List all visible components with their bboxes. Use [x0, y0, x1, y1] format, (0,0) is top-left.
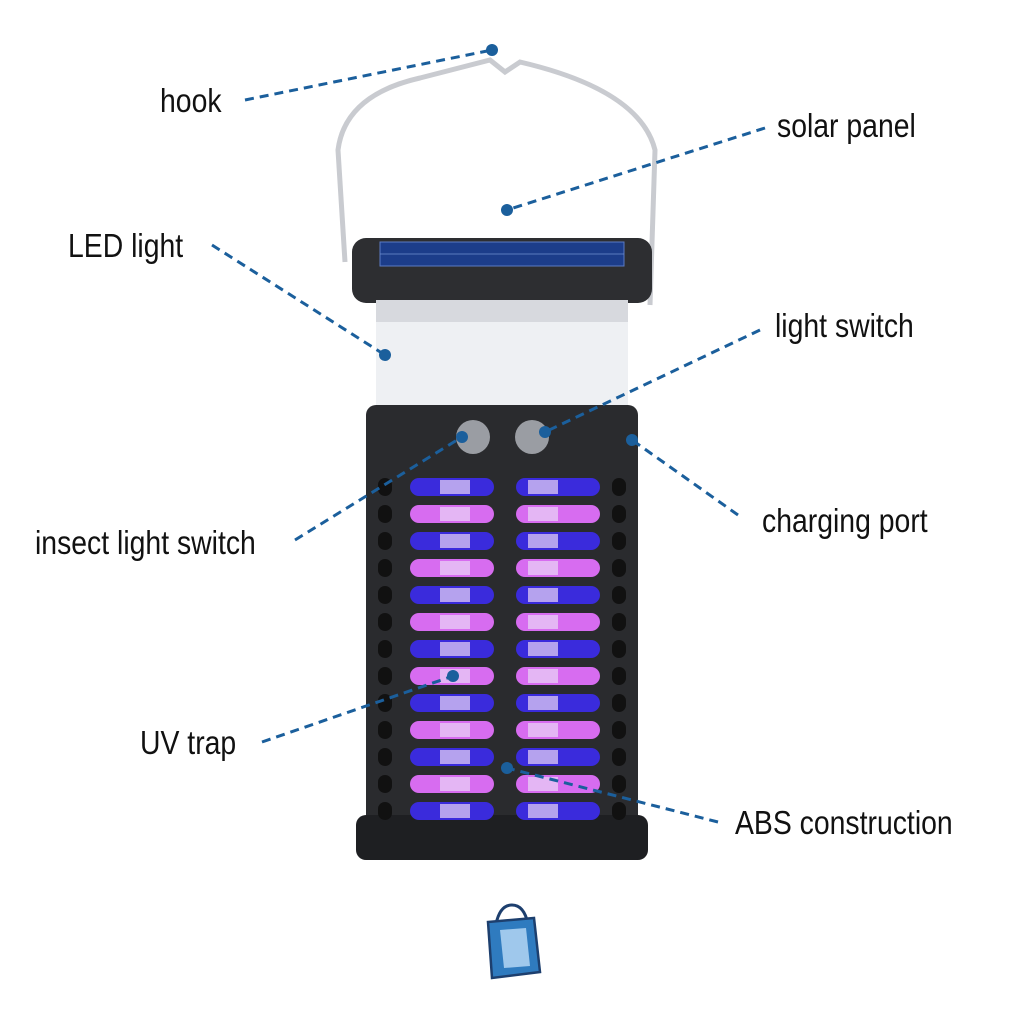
leader-dot-uv-trap: [447, 670, 459, 682]
insect-light-switch-button: [456, 420, 490, 454]
leader-line-abs-construction: [506, 766, 719, 824]
side-vent: [612, 721, 626, 739]
label-solar-panel: solar panel: [777, 107, 916, 144]
side-vent: [612, 694, 626, 712]
leader-line-uv-trap: [261, 674, 454, 744]
side-vent: [378, 559, 392, 577]
leader-line-solar-panel: [506, 126, 766, 212]
leader-dot-abs-construction: [501, 762, 513, 774]
side-vent: [378, 667, 392, 685]
leader-line-hook: [244, 48, 493, 102]
side-vent: [612, 532, 626, 550]
leader-line-light-switch: [544, 328, 761, 434]
side-vent: [612, 748, 626, 766]
leader-dot-light-switch: [539, 426, 551, 438]
label-led-light: LED light: [68, 227, 184, 264]
side-vent: [378, 532, 392, 550]
leader-dot-hook: [486, 44, 498, 56]
label-hook: hook: [160, 82, 222, 119]
side-vent: [378, 613, 392, 631]
side-vent: [612, 559, 626, 577]
leader-line-charging-port: [631, 438, 739, 517]
side-vent: [378, 694, 392, 712]
side-vent: [378, 802, 392, 820]
side-vent: [378, 640, 392, 658]
leader-dot-led-light: [379, 349, 391, 361]
side-vent: [378, 505, 392, 523]
label-uv-trap: UV trap: [140, 724, 237, 761]
side-vent: [378, 721, 392, 739]
base: [356, 815, 648, 860]
side-vent: [612, 586, 626, 604]
side-vent: [378, 748, 392, 766]
label-insect-light-switch: insect light switch: [35, 524, 256, 561]
label-abs-construction: ABS construction: [735, 804, 953, 841]
side-vent: [612, 478, 626, 496]
label-charging-port: charging port: [762, 502, 928, 539]
side-vent: [378, 775, 392, 793]
leader-line-led-light: [211, 243, 386, 357]
side-vent: [612, 613, 626, 631]
side-vent: [378, 586, 392, 604]
leader-dot-solar-panel: [501, 204, 513, 216]
side-vent: [612, 640, 626, 658]
hook-handle: [335, 57, 658, 306]
side-vent: [612, 667, 626, 685]
side-vent: [612, 802, 626, 820]
leader-dot-insect-light-switch: [456, 431, 468, 443]
leader-dot-charging-port: [626, 434, 638, 446]
label-light-switch: light switch: [775, 307, 914, 344]
shopping-bag-icon: [486, 903, 542, 980]
side-vent: [612, 775, 626, 793]
leader-line-insect-light-switch: [294, 435, 463, 542]
side-vent: [612, 505, 626, 523]
